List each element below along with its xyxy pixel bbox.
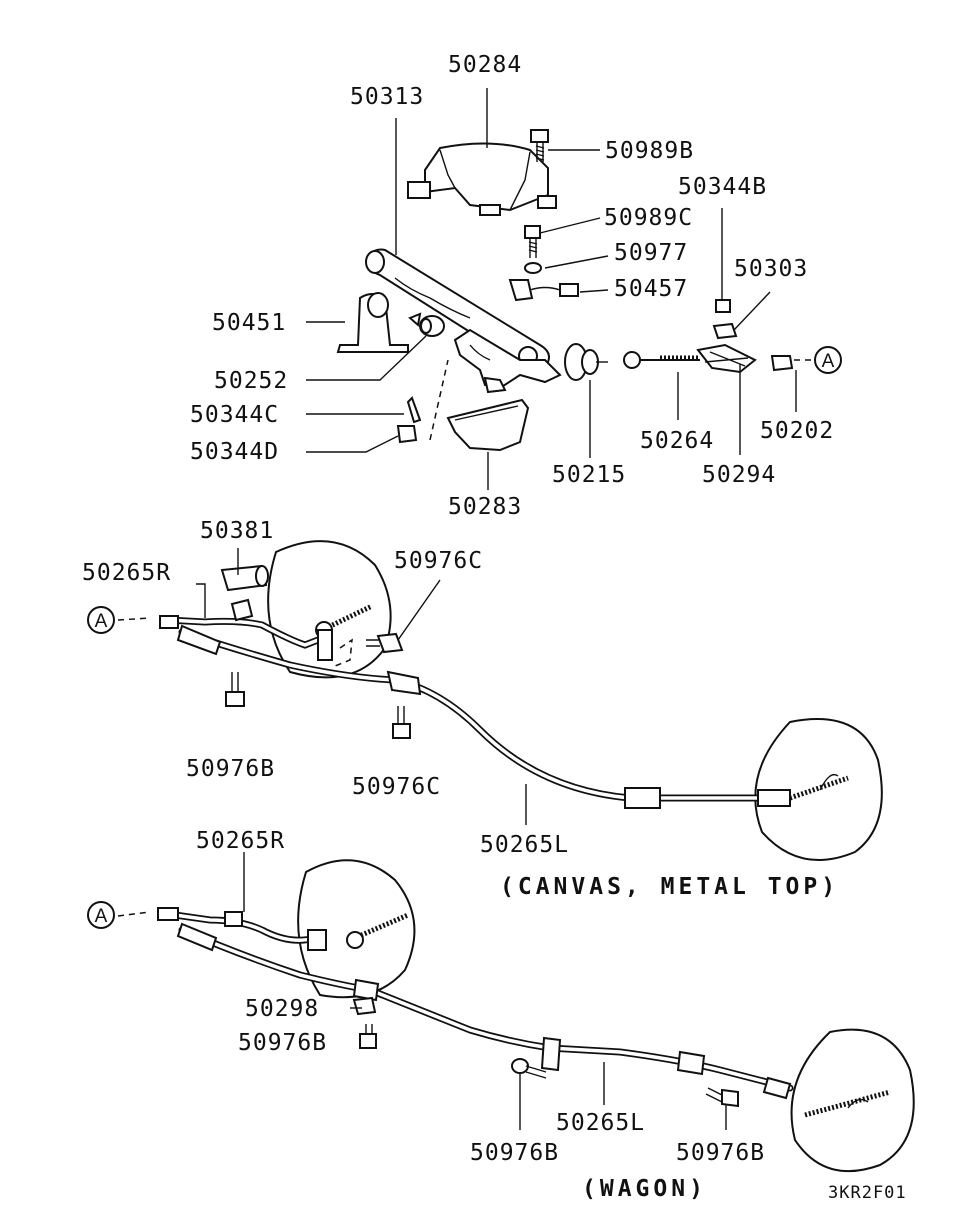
part-50977-washer xyxy=(524,262,542,274)
caption-canvas-metal-top: (CANVAS, METAL TOP) xyxy=(500,874,839,900)
label-50265r-lower: 50265R xyxy=(196,828,285,854)
part-50298-clip xyxy=(352,996,377,1016)
part-50451-bracket xyxy=(336,292,422,353)
part-50989c-bolt xyxy=(524,225,541,258)
part-50344c-pin xyxy=(406,396,422,424)
part-50265r-cable-lower xyxy=(157,907,327,951)
assembly-line-mid xyxy=(334,638,353,667)
label-50215: 50215 xyxy=(552,462,626,488)
label-50264: 50264 xyxy=(640,428,714,454)
connector-a-circle-3 xyxy=(87,901,115,929)
label-50976b-lower3: 50976B xyxy=(676,1140,765,1166)
connector-a-circle-2 xyxy=(87,606,115,634)
label-50976c-top: 50976C xyxy=(394,548,483,574)
part-50344d-clip xyxy=(396,425,418,444)
connector-a-ref-3: A xyxy=(95,906,108,927)
label-50344d: 50344D xyxy=(190,439,279,465)
assembly-line xyxy=(429,359,449,441)
label-50989c: 50989C xyxy=(604,205,693,231)
label-50977: 50977 xyxy=(614,240,688,266)
part-50215-grommet xyxy=(564,343,608,381)
label-50265r-upper: 50265R xyxy=(82,560,171,586)
part-50976c-bolt-top xyxy=(366,632,404,654)
label-50457: 50457 xyxy=(614,276,688,302)
part-50313-brake-lever xyxy=(365,248,550,372)
caption-wagon: (WAGON) xyxy=(582,1176,707,1202)
part-50344b-nut xyxy=(715,299,731,313)
label-50265l-upper: 50265L xyxy=(480,832,569,858)
part-50202-nut xyxy=(770,355,794,372)
label-50252: 50252 xyxy=(214,368,288,394)
label-50344b: 50344B xyxy=(678,174,767,200)
label-50451: 50451 xyxy=(212,310,286,336)
part-50381-clip xyxy=(220,564,269,592)
part-50303-nut xyxy=(712,322,738,340)
part-50252-bushing xyxy=(419,315,445,337)
brake-drum-left-lower xyxy=(790,1028,915,1173)
label-50381: 50381 xyxy=(200,518,274,544)
label-50976b-lower2: 50976B xyxy=(470,1140,559,1166)
brake-drum-right-lower xyxy=(297,859,416,999)
part-50265l-cable-lower xyxy=(176,922,794,1100)
part-50989b-bolt xyxy=(530,129,549,162)
connector-a-ref-1: A xyxy=(822,351,835,372)
part-50265r-cable-upper xyxy=(159,598,333,661)
label-50284: 50284 xyxy=(448,52,522,78)
label-50298: 50298 xyxy=(245,996,319,1022)
label-50202: 50202 xyxy=(760,418,834,444)
part-50976b-bolt-lower1 xyxy=(359,1024,377,1049)
part-50284-lever-cover xyxy=(407,142,557,216)
label-50265l-lower: 50265L xyxy=(556,1110,645,1136)
brake-drum-left-upper xyxy=(754,718,883,861)
connector-a-ref-2: A xyxy=(95,611,108,632)
label-50976b-mid: 50976B xyxy=(186,756,275,782)
part-50457-switch xyxy=(508,279,579,302)
part-50264-rod xyxy=(623,351,700,369)
label-50344c: 50344C xyxy=(190,402,279,428)
label-50283: 50283 xyxy=(448,494,522,520)
part-50265l-cable-upper xyxy=(176,624,791,809)
label-50294: 50294 xyxy=(702,462,776,488)
part-50976b-bolt-mid xyxy=(225,672,245,707)
part-lever-base xyxy=(453,328,562,394)
leader-lines xyxy=(117,88,814,1130)
part-50283-tray xyxy=(446,398,530,452)
label-50313: 50313 xyxy=(350,84,424,110)
label-50976b-lower1: 50976B xyxy=(238,1030,327,1056)
part-50976b-bolt-lower2 xyxy=(511,1058,547,1079)
part-50976c-bolt-mid xyxy=(392,706,411,739)
label-50976c-mid: 50976C xyxy=(352,774,441,800)
label-50303: 50303 xyxy=(734,256,808,282)
part-50294-equalizer xyxy=(696,343,757,374)
figure-code: 3KR2F01 xyxy=(828,1183,907,1203)
connector-a-circle-1 xyxy=(814,346,842,374)
part-50976b-bolt-lower3 xyxy=(705,1087,739,1108)
label-50989b: 50989B xyxy=(605,138,694,164)
